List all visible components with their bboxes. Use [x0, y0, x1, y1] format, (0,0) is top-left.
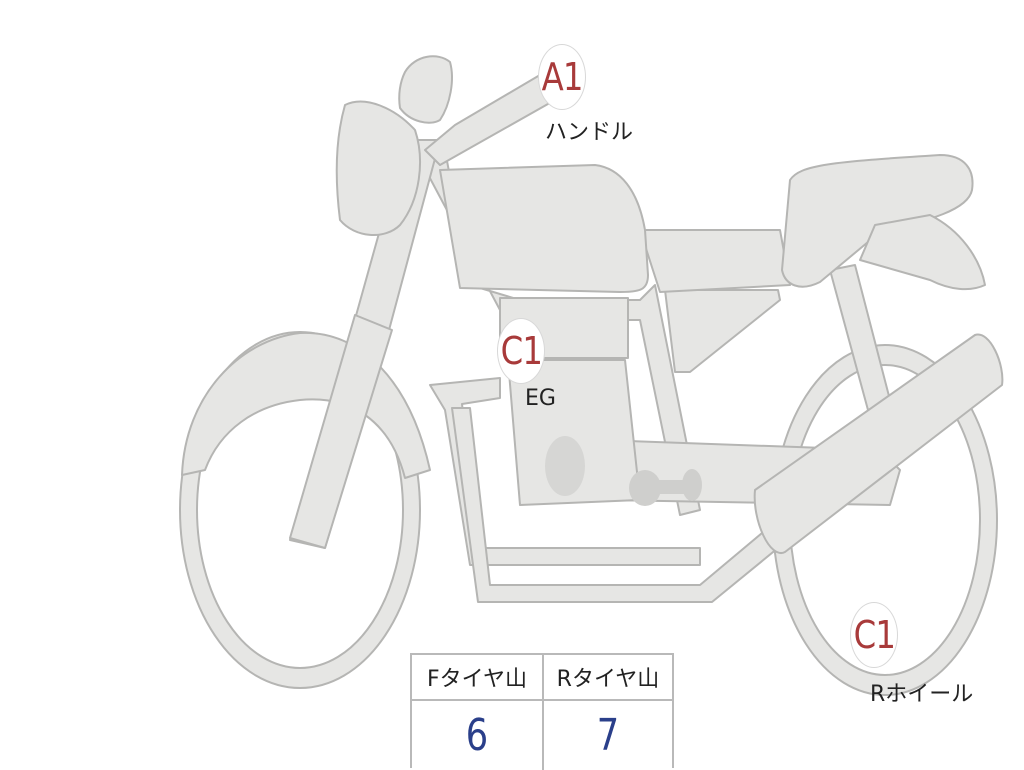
rear-tire-column: Rタイヤ山 7	[543, 655, 673, 770]
footpeg	[629, 469, 702, 506]
damage-marker-handlebar: A1	[538, 44, 586, 110]
marker-label-rear-wheel: Rホイール	[870, 682, 974, 707]
muffler	[753, 333, 1004, 554]
rear-seat	[781, 154, 974, 288]
front-tire-value: 6	[465, 710, 489, 761]
tire-tread-table: Fタイヤ山 6 Rタイヤ山 7	[410, 653, 674, 770]
engine-cover	[545, 436, 585, 496]
mirror	[398, 55, 453, 124]
front-tire-column: Fタイヤ山 6	[412, 655, 544, 770]
damage-marker-rear-wheel: C1	[850, 602, 898, 668]
marker-label-engine: EG	[525, 386, 556, 411]
exhaust-pipe	[429, 377, 701, 566]
front-tire-header: Fタイヤ山	[412, 655, 542, 701]
rear-tire-header: Rタイヤ山	[543, 655, 673, 701]
tail-cowl	[859, 214, 986, 291]
marker-code: A1	[541, 55, 584, 99]
damage-marker-engine: C1	[497, 318, 545, 384]
rear-tire-value: 7	[596, 710, 620, 761]
fuel-tank	[439, 164, 649, 293]
marker-code: C1	[500, 329, 542, 373]
headlight	[335, 100, 421, 237]
marker-code: C1	[853, 613, 895, 657]
seat	[639, 229, 791, 293]
marker-label-handlebar: ハンドル	[545, 120, 634, 145]
fork-sleeve	[289, 314, 393, 549]
side-cover	[664, 289, 781, 373]
